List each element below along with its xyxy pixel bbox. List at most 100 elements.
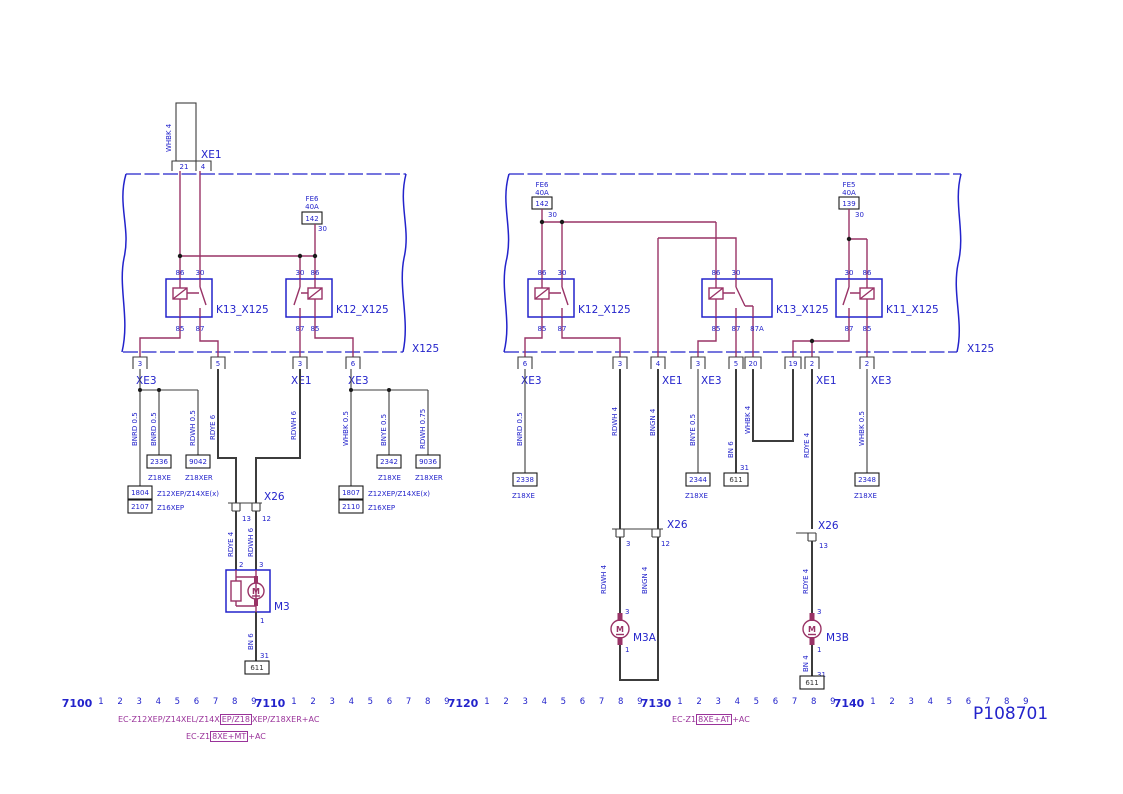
ruler-minor: 9	[444, 697, 450, 707]
wire-label: BNRD 0.5	[150, 412, 158, 446]
wire-label: RDYE 4	[227, 531, 235, 557]
wire-label: RDWH 6	[247, 527, 255, 557]
pin-number: 13	[242, 515, 251, 523]
code-box: 2338	[516, 476, 534, 484]
wire-label: RDWH 4	[600, 564, 608, 594]
harness-wires-right	[524, 209, 868, 357]
ruler-minor: 9	[251, 697, 257, 707]
relay-pin-85: 85	[176, 325, 185, 333]
ruler-minor: 7	[405, 697, 412, 707]
connector-x26-left: X26 13 12 RDYE 4 RDWH 6	[227, 491, 285, 570]
code-boxes-right: 2338 Z18XE 2344 Z18XE 31 611 2348 Z18XE	[512, 464, 880, 500]
wire-label: WHBK 4	[744, 405, 752, 434]
variant-text: XEP/Z18XER+AC	[251, 715, 320, 724]
ruler-minor: 5	[174, 697, 181, 707]
wires-below-right: BNRD 0.5 RDWH 4 BNGN 4 BNYE 0.5 BN 6 WHB…	[516, 369, 868, 529]
ground-pin: 31	[260, 652, 269, 660]
pin-number: 2	[810, 360, 814, 368]
ground-branch-left: BNRD 0.5 BNRD 0.5 RDWH 0.5 WHBK 0.5 BNYE…	[131, 369, 429, 486]
pin-number: 3	[618, 360, 622, 368]
relay-k13-left: 86 30 85 87 K13_X125	[165, 269, 269, 333]
ruler-major: 7120	[447, 697, 479, 710]
code-box: 2107	[131, 503, 149, 511]
relay-k12-left: 30 86 87 85 K12_X125	[285, 269, 389, 333]
ruler-minor: 8	[810, 697, 817, 707]
engine-code: Z16XEP	[368, 504, 395, 512]
ruler-minor: 3	[522, 697, 528, 707]
offpage-wire: WHBK 4	[165, 102, 197, 162]
relay-pin-86: 86	[863, 269, 872, 277]
ruler-minor: 7	[598, 697, 605, 707]
relay-pin-30: 30	[196, 269, 205, 277]
code-box: 2336	[150, 458, 168, 466]
x125-label: X125	[412, 343, 439, 355]
wire-label: RDWH 6	[290, 410, 298, 440]
ruler-minor: 1	[98, 697, 104, 707]
engine-code: Z18XER	[415, 474, 443, 482]
ruler-minor: 2	[310, 697, 316, 707]
relay-pin-87: 87	[196, 325, 205, 333]
pin-number: 20	[749, 360, 758, 368]
ruler-minor: 7	[212, 697, 219, 707]
ruler-minor: 8	[231, 697, 238, 707]
ruler-minor: 9	[637, 697, 643, 707]
variant-text: +AC	[732, 715, 750, 724]
pin-number: 6	[523, 360, 528, 368]
variant-text-boxed: 8XE+AT	[696, 714, 733, 725]
pin-number: 4	[201, 163, 206, 171]
ruler-minor: 3	[908, 697, 914, 707]
wire-label-whbk4-top: WHBK 4	[165, 123, 173, 152]
connector-label: XE3	[871, 375, 892, 387]
ruler-minor: 6	[772, 697, 779, 707]
relay-pin-87: 87	[296, 325, 305, 333]
code-box: 1804	[131, 489, 149, 497]
pin-number: 5	[734, 360, 738, 368]
connector-x26-m3a: X26 3 12 RDWH 4 BNGN 4 3 M M3A 1	[600, 519, 688, 681]
pin-number: 3	[259, 561, 263, 569]
harness-wires-left	[139, 171, 354, 357]
pin-number: 19	[789, 360, 798, 368]
connector-label: XE3	[136, 375, 157, 387]
ruler-minor: 2	[889, 697, 895, 707]
relay-pin-87: 87	[732, 325, 741, 333]
relay-pin-30: 30	[296, 269, 305, 277]
wire-label: BN 6	[247, 633, 255, 650]
connector-x26-m3b: X26 13 RDYE 4 3 M M3B 1 BN 4 31 611	[796, 520, 849, 690]
wire-label: RDWH 0.75	[419, 409, 427, 449]
pin-number: 3	[626, 540, 630, 548]
ruler-minor: 8	[424, 697, 431, 707]
ruler-minor: 5	[753, 697, 760, 707]
wire-label: BNYE 0.5	[380, 414, 388, 446]
relay-pin-87a: 87A	[750, 325, 764, 333]
left-section: WHBK 4 XE1 21 4 X125 FE6 40A 142 30	[121, 102, 443, 675]
pin-number: 13	[819, 542, 828, 550]
pin-number: 4	[656, 360, 661, 368]
pin-number: 1	[260, 617, 264, 625]
engine-code: Z18XER	[185, 474, 213, 482]
fuse-fe5-right: FE5 40A 139 30	[838, 181, 864, 219]
fuse-fe6-left: FE6 40A 142 30	[301, 195, 327, 233]
wire-label: RDYE 6	[209, 414, 217, 440]
ruler-minor: 9	[1023, 697, 1029, 707]
connector-label: XE3	[348, 375, 369, 387]
relay-pin-87: 87	[558, 325, 567, 333]
ruler-minor: 6	[193, 697, 200, 707]
fuse-name: FE5	[843, 181, 856, 189]
pin-number: 6	[351, 360, 356, 368]
fuse-fe6-right: FE6 40A 142 30	[531, 181, 557, 219]
ground-pin: 31	[817, 671, 826, 679]
relay-pin-86: 86	[176, 269, 185, 277]
ruler-minor: 9	[830, 697, 836, 707]
blower-feed-left: RDYE 6 RDWH 6	[209, 369, 301, 503]
relay-pin-86: 86	[712, 269, 721, 277]
relay-name: K11_X125	[886, 304, 939, 316]
relay-name: K13_X125	[776, 304, 829, 316]
engine-code: Z16XEP	[157, 504, 184, 512]
fuse-rating: 40A	[305, 203, 319, 211]
variant-text-boxed: EP/Z18	[219, 714, 252, 725]
relay-k13-right: 86 30 85 87 87A K13_X125	[701, 269, 829, 333]
pin-number: 3	[817, 608, 821, 616]
relay-k12-right: 86 30 85 87 K12_X125	[527, 269, 631, 333]
